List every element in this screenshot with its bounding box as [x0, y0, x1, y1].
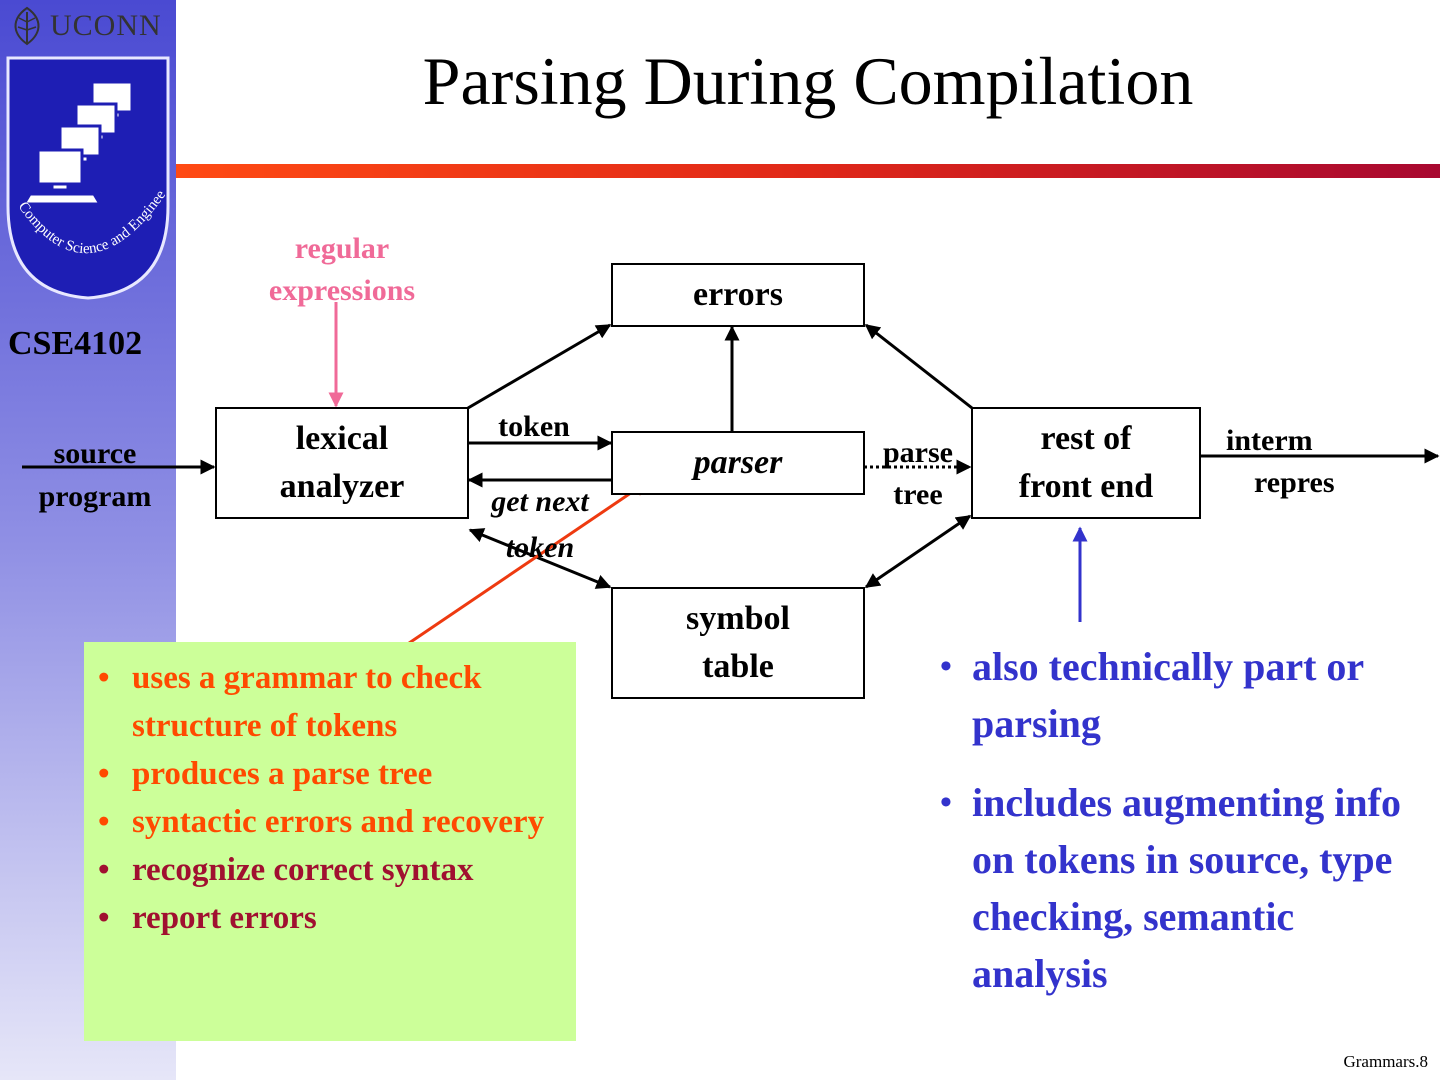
uconn-wordmark: UCONN: [50, 9, 162, 42]
oak-leaf-icon: [14, 6, 40, 46]
uconn-logo: UCONN: [8, 4, 162, 48]
lexer-symtab-arrow: [468, 528, 612, 589]
bullet-icon: •: [98, 804, 110, 840]
errors-box: errors: [611, 263, 865, 327]
course-code: CSE4102: [8, 325, 143, 362]
front-end-note-item: •also technically part or parsing: [940, 638, 1434, 752]
lexical-analyzer-box: lexical analyzer: [215, 407, 469, 519]
title-divider: [176, 164, 1440, 178]
parse-tree-label: parse tree: [883, 436, 953, 511]
rest-symtab-arrow: [864, 514, 972, 589]
bullet-icon: •: [98, 660, 110, 696]
rest-of-front-end-box: rest of front end: [971, 407, 1201, 519]
interm-repres-label: interm repres: [1226, 424, 1335, 499]
lexer-label-line2: analyzer: [279, 468, 405, 505]
bullet-icon: •: [98, 852, 110, 888]
get-next-token-label: get next token: [491, 485, 589, 564]
parser-role-item: •produces a parse tree: [98, 750, 576, 798]
parser-role-item: •report errors: [98, 894, 576, 942]
cse-department-seal: Computer Science and Engineering: [4, 56, 170, 300]
regular-expressions-label: regular expressions: [268, 232, 416, 307]
front-end-notes-list: •also technically part or parsing •includ…: [940, 638, 1434, 1024]
rest-label-line1: rest of: [1040, 420, 1132, 457]
token-label: token: [498, 410, 570, 443]
parser-role-item: •recognize correct syntax: [98, 846, 576, 894]
parser-role-item: •syntactic errors and recovery: [98, 798, 576, 846]
errors-label: errors: [693, 276, 783, 313]
sidebar: UCONN Computer Science and Engineering C…: [0, 0, 176, 1080]
symtab-label-line1: symbol: [686, 600, 790, 637]
symtab-label-line2: table: [702, 648, 774, 685]
parser-role-box: •uses a grammar to check structure of to…: [84, 642, 576, 1041]
rest-to-errors-arrow: [864, 323, 973, 410]
slide-footer: Grammars.8: [1343, 1052, 1428, 1071]
parser-role-list: •uses a grammar to check structure of to…: [98, 654, 576, 942]
bullet-icon: •: [98, 900, 110, 936]
lexer-label-line1: lexical: [295, 420, 389, 457]
symbol-table-box: symbol table: [611, 587, 865, 699]
front-end-note-item: •includes augmenting info on tokens in s…: [940, 774, 1434, 1002]
bullet-icon: •: [940, 784, 952, 821]
grammar-to-parser-arrow: [383, 480, 649, 662]
bullet-icon: •: [940, 648, 952, 685]
bullet-icon: •: [98, 756, 110, 792]
slide-title: Parsing During Compilation: [422, 43, 1194, 119]
lexer-to-errors-arrow: [467, 323, 612, 410]
rest-label-line2: front end: [1018, 468, 1154, 505]
monitor-stack-icon: [21, 80, 134, 206]
parser-label: parser: [693, 444, 783, 481]
parser-box: parser: [611, 431, 865, 495]
source-program-label: source program: [38, 437, 152, 513]
parser-role-item: •uses a grammar to check structure of to…: [98, 654, 576, 750]
